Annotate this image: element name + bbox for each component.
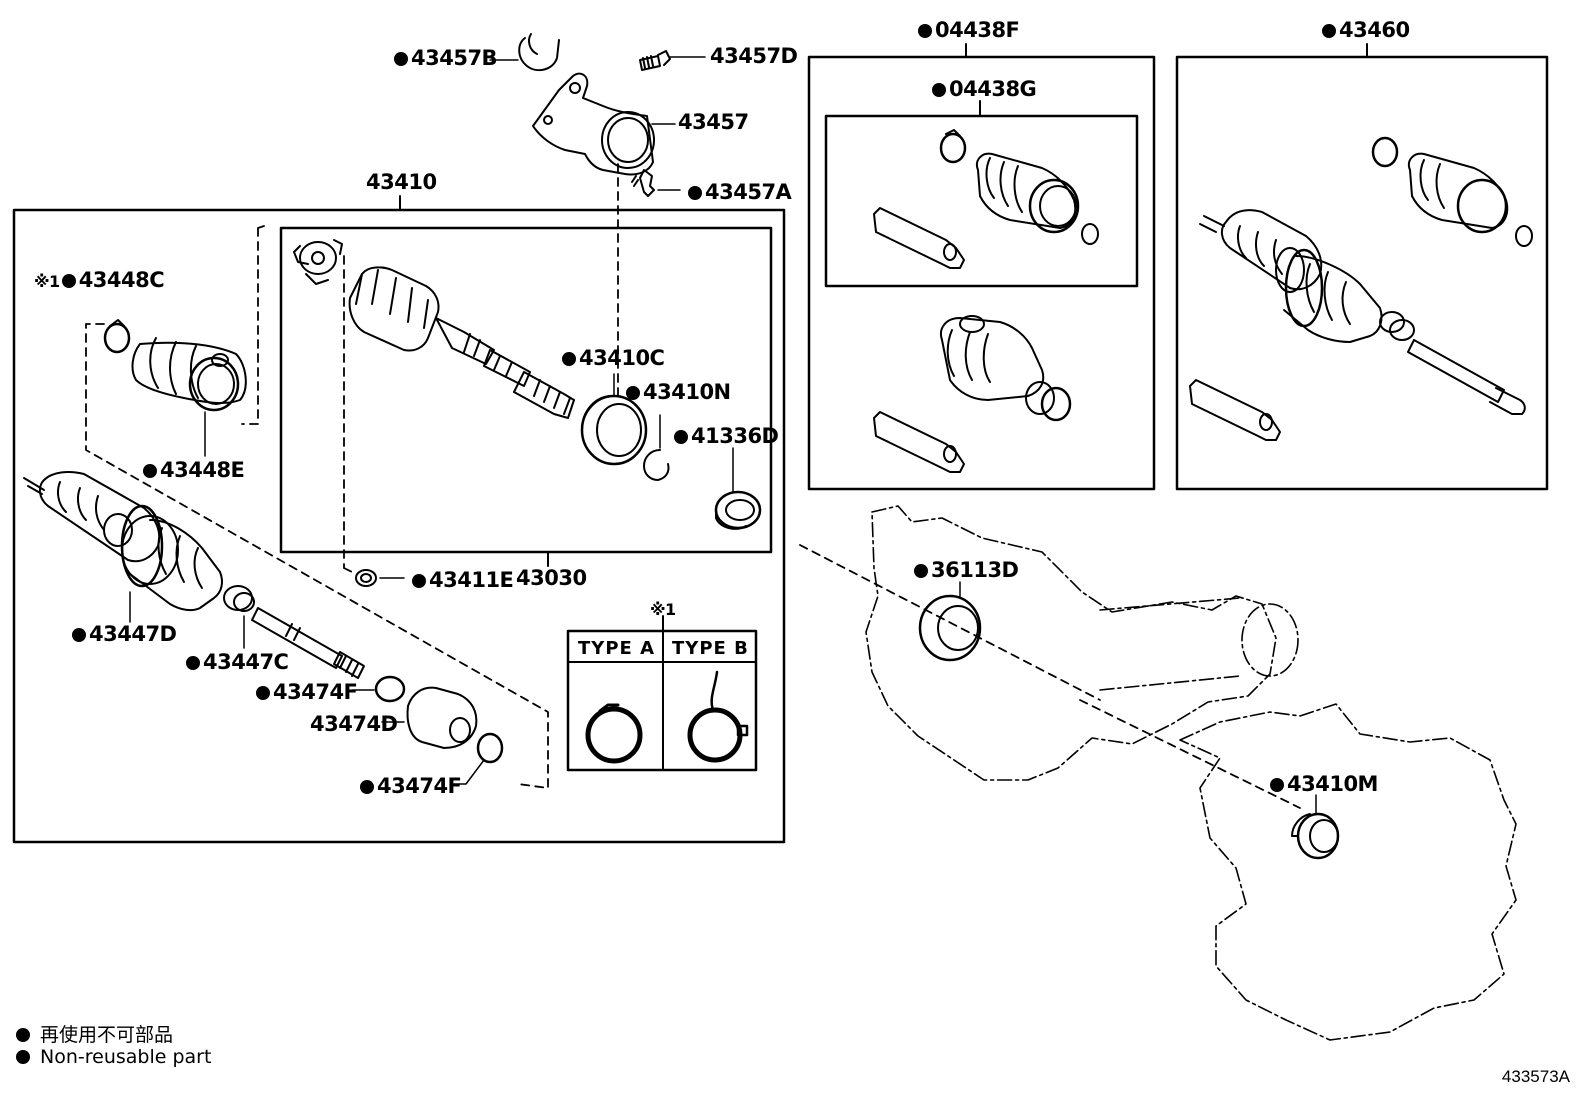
label-reference-mark: ※1	[650, 600, 676, 619]
non-reusable-bullet-icon	[360, 780, 374, 794]
type-a-header: TYPE A	[578, 638, 655, 659]
non-reusable-bullet-icon	[16, 1028, 30, 1042]
label-43457: 43457	[678, 110, 749, 134]
label-43448E: 43448E	[143, 458, 245, 482]
non-reusable-bullet-icon	[72, 628, 86, 642]
bearing-43410C	[580, 373, 648, 466]
clamp-43474F-lower	[451, 732, 504, 785]
non-reusable-bullet-icon	[143, 464, 157, 478]
bolt-43457A	[631, 169, 681, 197]
non-reusable-bullet-icon	[626, 386, 640, 400]
kit-04438G-frame	[824, 114, 1139, 288]
non-reusable-bullet-icon	[688, 186, 702, 200]
label-43457B: 43457B	[394, 46, 498, 70]
non-reusable-bullet-icon	[256, 686, 270, 700]
damper-43474D	[381, 686, 478, 749]
label-43410M: 43410M	[1270, 772, 1378, 796]
kit-04438F-parts	[873, 315, 1072, 473]
bolt-43457D	[639, 50, 706, 71]
label-41336D: 41336D	[674, 424, 779, 448]
kit-43460-parts	[1189, 136, 1533, 441]
non-reusable-bullet-icon	[412, 574, 426, 588]
label-43474F-upper: 43474F	[256, 680, 358, 704]
clamp-43474F-upper	[351, 675, 406, 703]
transmission-outline	[865, 505, 1517, 1041]
boot-43448E	[131, 337, 247, 457]
label-43410N: 43410N	[626, 380, 731, 404]
kit-04438F-frame	[807, 55, 1156, 491]
snap-ring-43410N	[643, 414, 670, 481]
label-43474F-lower: 43474F	[360, 774, 462, 798]
label-43447C: 43447C	[186, 650, 289, 674]
label-04438F: 04438F	[918, 18, 1020, 42]
non-reusable-bullet-icon	[914, 564, 928, 578]
label-43474D: 43474D	[310, 712, 398, 736]
kit-04438G-parts	[873, 129, 1099, 269]
assembly-43030-frame	[279, 226, 773, 554]
non-reusable-bullet-icon	[394, 52, 408, 66]
label-43030: 43030	[516, 566, 587, 590]
label-43410C: 43410C	[562, 346, 665, 370]
clip-43457B	[489, 33, 560, 72]
legend-japanese: 再使用不可部品	[16, 1020, 173, 1047]
oil-seal-43410M	[1291, 794, 1340, 860]
bearing-bracket-43457	[532, 72, 676, 176]
label-43460: 43460	[1322, 18, 1410, 42]
label-43411E: 43411E	[412, 568, 514, 592]
kit-43460-frame	[1175, 55, 1549, 491]
non-reusable-bullet-icon	[918, 24, 932, 38]
non-reusable-bullet-icon	[1270, 778, 1284, 792]
label-43410: 43410	[366, 170, 437, 194]
assembly-guide-lines	[85, 163, 1301, 809]
non-reusable-bullet-icon	[562, 352, 576, 366]
clamp-43448C	[103, 319, 131, 354]
inner-joint-housing	[348, 266, 575, 419]
legend-english: Non-reusable part	[16, 1046, 211, 1068]
label-36113D: 36113D	[914, 558, 1019, 582]
drawing-code: 433573A	[1501, 1067, 1570, 1086]
non-reusable-bullet-icon	[186, 656, 200, 670]
label-43457D: 43457D	[710, 44, 798, 68]
clamp-type-table	[566, 615, 758, 772]
drive-shaft-43447D	[23, 471, 365, 679]
non-reusable-bullet-icon	[61, 274, 76, 288]
oil-seal-41336D	[714, 447, 762, 530]
snap-ring-43411E	[355, 569, 405, 587]
oil-seal-36113D	[918, 581, 982, 662]
non-reusable-bullet-icon	[16, 1050, 30, 1064]
type-b-header: TYPE B	[672, 638, 749, 659]
label-43447D: 43447D	[72, 622, 177, 646]
non-reusable-bullet-icon	[932, 83, 946, 97]
non-reusable-bullet-icon	[674, 430, 688, 444]
tripod-spider	[293, 239, 343, 285]
label-04438G: 04438G	[932, 77, 1037, 101]
label-43457A: 43457A	[688, 180, 792, 204]
non-reusable-bullet-icon	[1322, 24, 1336, 38]
